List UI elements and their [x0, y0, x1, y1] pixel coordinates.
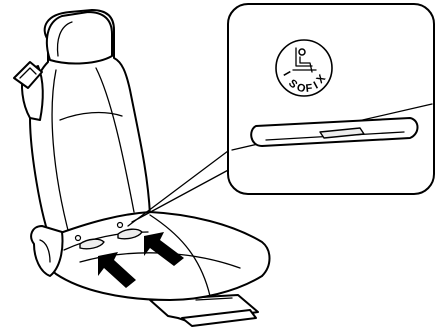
isofix-anchor-slot-right [117, 228, 143, 240]
isofix-logo: I S O F I X [275, 39, 333, 97]
isofix-anchor-slot-left [79, 238, 105, 250]
logo-letter-3: O [295, 81, 307, 95]
seat-side-trim [30, 225, 64, 277]
callout-lines [127, 147, 233, 227]
logo-letter-4: F [305, 82, 313, 95]
car-seat [13, 9, 271, 327]
seat-cushion [44, 211, 271, 301]
logo-letter-1: I [280, 70, 292, 79]
arrow-lower [98, 252, 136, 288]
arrow-upper [144, 232, 184, 266]
child-seat-icon [292, 47, 317, 73]
detail-inset: I S O F I X [227, 3, 435, 195]
belt-guide [13, 61, 43, 89]
seat-rail [149, 294, 259, 327]
isofix-anchor-bar [231, 103, 433, 151]
headrest [45, 11, 113, 65]
logo-letter-5: I [312, 80, 320, 92]
